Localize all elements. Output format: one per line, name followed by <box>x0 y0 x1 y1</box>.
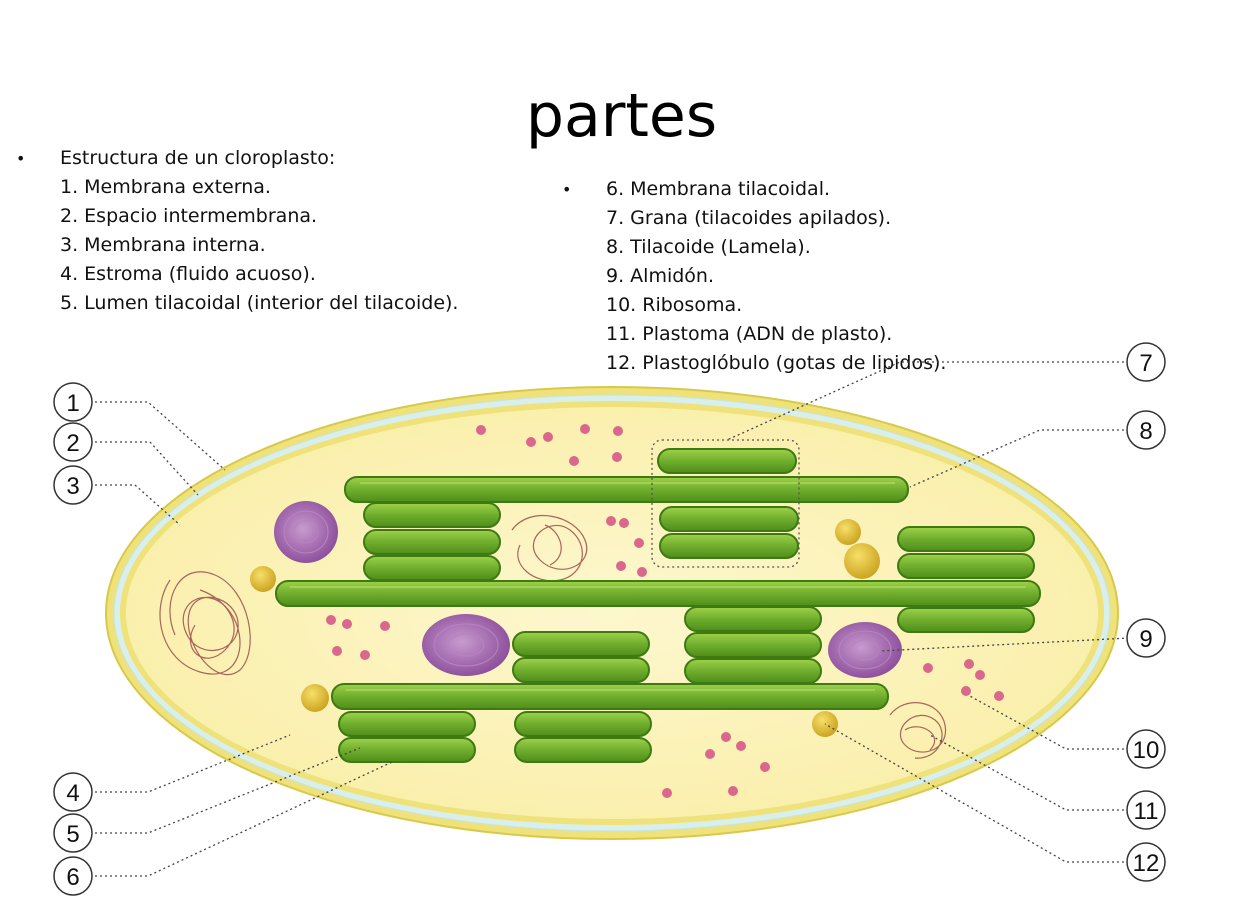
thylakoid-highlights <box>290 482 1026 691</box>
list-item: 5. Lumen tilacoidal (interior del tilaco… <box>60 292 459 314</box>
page-title: partes <box>525 81 718 151</box>
callout-label: 9 <box>1139 626 1152 653</box>
list-item: 10. Ribosoma. <box>606 294 743 316</box>
parts-list-left: • Estructura de un cloroplasto: 1. Membr… <box>16 144 459 318</box>
callout-10: 10 <box>1126 729 1166 769</box>
list-item: 8. Tilacoide (Lamela). <box>606 236 811 258</box>
callout-label: 6 <box>66 864 79 891</box>
list-item: 2. Espacio intermembrana. <box>60 205 318 227</box>
list-item: Estructura de un cloroplasto: <box>60 147 336 169</box>
callout-label: 11 <box>1134 798 1159 825</box>
bullet-icon: • <box>562 180 572 199</box>
callout-2: 2 <box>53 422 93 462</box>
callout-label: 4 <box>66 780 79 807</box>
starch-granules <box>274 501 902 678</box>
callout-label: 2 <box>66 430 79 457</box>
callout-11: 11 <box>1126 790 1166 830</box>
list-item: 7. Grana (tilacoides apilados). <box>606 207 892 229</box>
callout-label: 10 <box>1133 737 1160 764</box>
callout-label: 3 <box>66 473 79 500</box>
list-item: 9. Almidón. <box>606 265 714 287</box>
callout-8: 8 <box>1126 410 1166 450</box>
leader-lines <box>90 361 1130 877</box>
callout-7: 7 <box>1126 342 1166 382</box>
callout-3: 3 <box>53 465 93 505</box>
granum-highlight-box <box>651 439 800 568</box>
list-item: 3. Membrana interna. <box>60 234 266 256</box>
callout-label: 7 <box>1139 350 1152 377</box>
list-item: 1. Membrana externa. <box>60 176 271 198</box>
parts-list-right: • 6. Membrana tilacoidal. 7. Grana (tila… <box>562 175 947 378</box>
list-item: 11. Plastoma (ADN de plasto). <box>606 323 893 345</box>
callout-12: 12 <box>1126 842 1166 882</box>
callout-label: 12 <box>1133 850 1160 877</box>
bullet-icon: • <box>16 149 26 168</box>
callout-6: 6 <box>53 856 93 896</box>
callout-label: 5 <box>66 821 79 848</box>
callout-5: 5 <box>53 813 93 853</box>
callout-label: 1 <box>66 390 79 417</box>
callout-label: 8 <box>1139 418 1152 445</box>
ribosomes <box>326 424 1004 798</box>
list-item: 4. Estroma (fluido acuoso). <box>60 263 316 285</box>
callout-9: 9 <box>1126 618 1166 658</box>
list-item: 12. Plastoglóbulo (gotas de lipidos). <box>606 352 947 374</box>
callout-4: 4 <box>53 772 93 812</box>
list-item: 6. Membrana tilacoidal. <box>606 178 831 200</box>
callout-1: 1 <box>53 382 93 422</box>
